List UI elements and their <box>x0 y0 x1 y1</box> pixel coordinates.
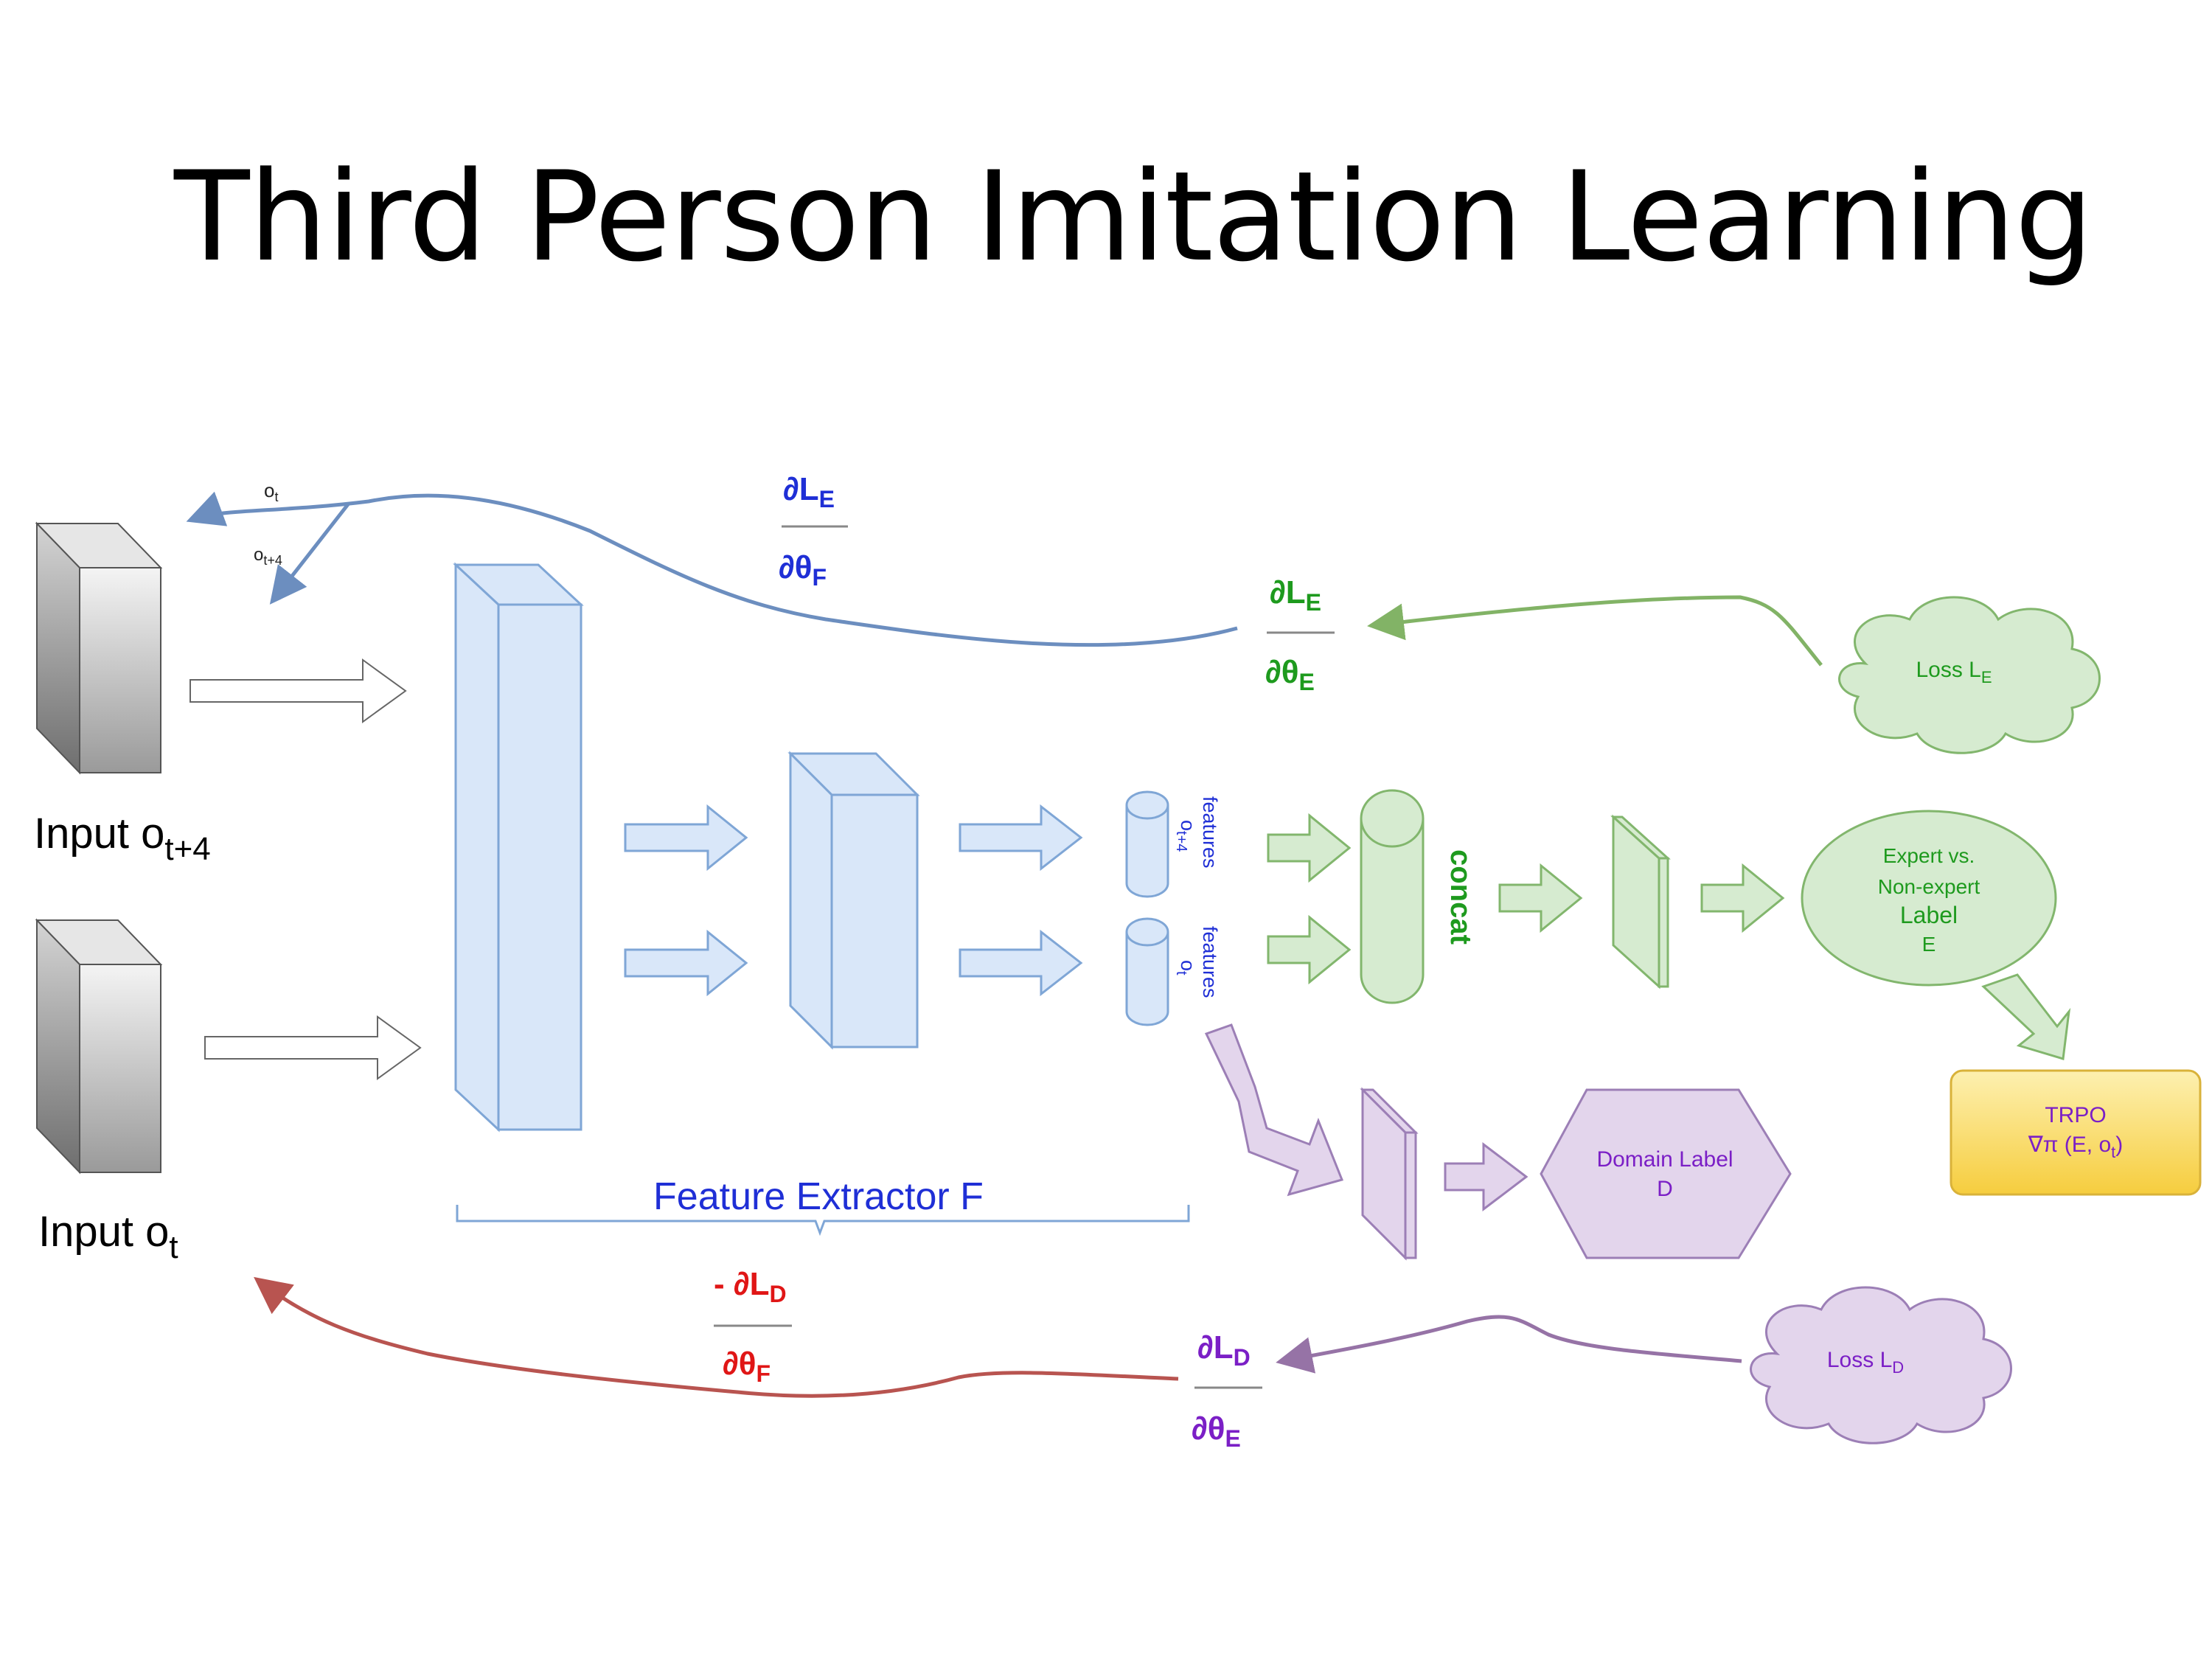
feature-top-label: ot+4 <box>1173 820 1199 852</box>
arrow-label-ot: ot <box>264 479 278 504</box>
input-top-label: Input ot+4 <box>34 810 211 867</box>
green-flow-arrow <box>1981 973 2071 1060</box>
expert-label-node <box>1801 810 2057 987</box>
svg-text:∂θF: ∂θF <box>779 549 827 591</box>
backprop-arrow-blue-branch <box>269 503 349 605</box>
purple-flow-arrow <box>1204 1023 1344 1197</box>
green-flow-arrow <box>1267 914 1352 985</box>
backprop-arrow-green <box>1367 595 1823 667</box>
svg-text:∂LD: ∂LD <box>1197 1329 1251 1371</box>
gradient-top-blue: ∂LE ∂θF <box>779 471 848 591</box>
flow-arrow <box>624 804 748 872</box>
input-top-arrow <box>189 658 407 723</box>
backprop-arrow-purple <box>1276 1315 1742 1374</box>
domain-label-node <box>1540 1088 1792 1259</box>
flow-arrow <box>624 929 748 997</box>
trpo-text: ∇π (E, ot) <box>2028 1133 2124 1161</box>
concat-cylinder <box>1360 789 1425 1004</box>
feature-top-label: features <box>1199 796 1221 869</box>
input-top-box <box>35 521 163 775</box>
flow-arrow <box>959 804 1083 872</box>
svg-text:∂θF: ∂θF <box>723 1346 771 1387</box>
domain-label-text: Domain Label <box>1596 1147 1733 1172</box>
arrow-label-ot4: ot+4 <box>254 545 282 568</box>
expert-label-text: Non-expert <box>1878 875 1980 898</box>
svg-text:∂θE: ∂θE <box>1192 1411 1241 1452</box>
trpo-text: TRPO <box>2045 1103 2106 1127</box>
gradient-red: - ∂LD ∂θF <box>714 1266 792 1387</box>
loss-d-cloud <box>1750 1286 2012 1444</box>
trpo-node <box>1950 1069 2202 1196</box>
feature-extractor-conv2 <box>787 751 920 1050</box>
svg-text:∂θE: ∂θE <box>1265 654 1315 695</box>
green-flow-arrow <box>1700 863 1785 933</box>
slide-title: Third Person Imitation Learning <box>174 145 2093 289</box>
input-bottom-label: Input ot <box>38 1208 178 1265</box>
feature-bottom-label: ot <box>1173 960 1199 975</box>
classifier-layer-e <box>1610 814 1671 990</box>
domain-label-text: D <box>1657 1177 1673 1201</box>
loss-d-text: Loss LD <box>1827 1348 1904 1377</box>
svg-text:∂LE: ∂LE <box>783 471 835 512</box>
expert-label-text: Label <box>1900 902 1958 928</box>
loss-e-text: Loss LE <box>1916 658 1992 686</box>
flow-arrow <box>959 929 1083 997</box>
svg-text:∂LE: ∂LE <box>1270 574 1321 616</box>
concat-label: concat <box>1444 849 1477 945</box>
backprop-arrow-blue <box>186 491 1238 647</box>
input-bottom-arrow <box>204 1015 422 1080</box>
feature-extractor-conv1 <box>453 562 584 1133</box>
backprop-arrow-red <box>254 1276 1179 1398</box>
loss-e-cloud <box>1838 596 2101 754</box>
svg-text:- ∂LD: - ∂LD <box>714 1266 787 1307</box>
gradient-green: ∂LE ∂θE <box>1265 574 1335 695</box>
feature-bottom-label: features <box>1199 926 1221 998</box>
feature-bottom-cylinder <box>1125 917 1169 1026</box>
classifier-layer-d <box>1360 1087 1419 1261</box>
gradient-purple: ∂LD ∂θE <box>1192 1329 1262 1452</box>
expert-label-text: E <box>1922 933 1936 956</box>
green-flow-arrow <box>1267 813 1352 883</box>
green-flow-arrow <box>1498 863 1583 933</box>
feature-extractor-label: Feature Extractor F <box>653 1175 984 1218</box>
purple-flow-arrow <box>1444 1141 1528 1212</box>
expert-label-text: Expert vs. <box>1883 844 1975 867</box>
feature-extractor-brace <box>456 1205 1190 1237</box>
input-bottom-box <box>35 918 163 1175</box>
feature-top-cylinder <box>1125 790 1169 898</box>
